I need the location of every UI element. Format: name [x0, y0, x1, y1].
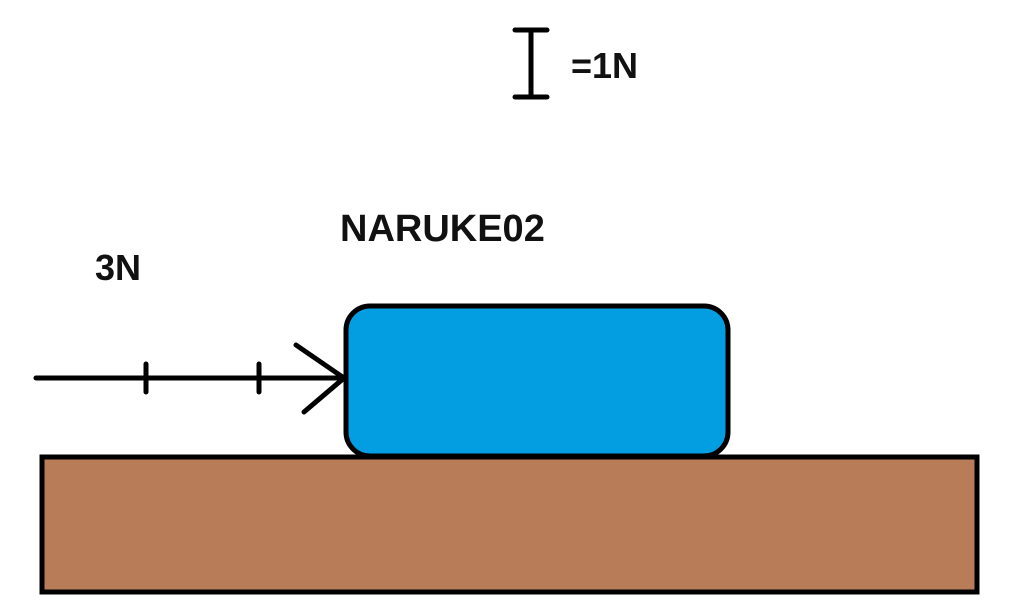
block	[343, 303, 731, 459]
force-arrow	[33, 342, 347, 415]
force-label: 3N	[95, 247, 142, 288]
scale-bar-icon	[512, 27, 550, 100]
scale-label: =1N	[571, 45, 639, 86]
ground-surface	[39, 454, 980, 595]
block-label: NARUKE02	[340, 208, 545, 250]
force-arrowhead-icon	[293, 342, 347, 415]
